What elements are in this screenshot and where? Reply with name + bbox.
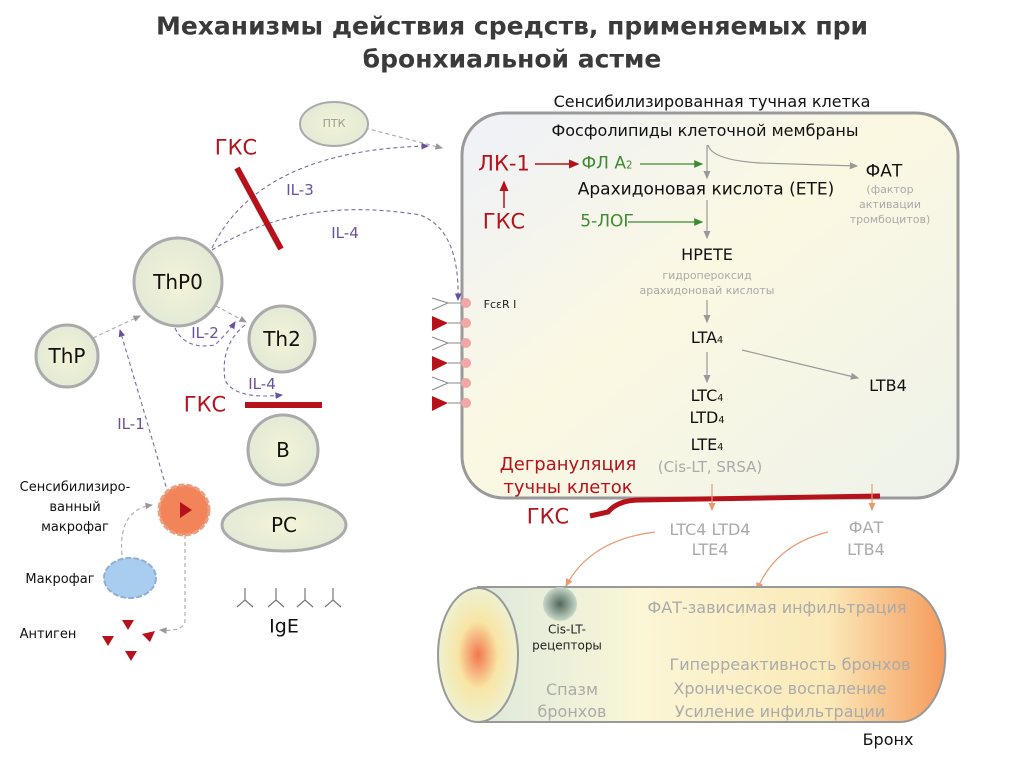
spasm-2: бронхов (537, 702, 607, 722)
macrophage-label: Макрофаг (25, 571, 95, 587)
degranulation-1: Дегрануляция (499, 454, 637, 476)
ptk-label: ПТК (322, 116, 346, 130)
fat-desc-2: активации (859, 197, 921, 211)
gks-degranulation-label: ГКС (526, 504, 570, 529)
il1-label: IL-1 (117, 414, 145, 433)
il4-top-label: IL-4 (331, 223, 359, 242)
sensitized-macrophage (157, 483, 211, 537)
lox5-label: 5-ЛОГ (580, 211, 634, 232)
antigen-label: Антиген (19, 626, 77, 642)
ltd4-label: LTD4 (689, 408, 725, 428)
released-fat-2: LTB4 (847, 540, 885, 560)
title-line-1: Механизмы действия средств, применяемых … (155, 11, 869, 41)
ige-label: IgE (269, 615, 299, 638)
title-line-2: бронхиальной астме (362, 44, 662, 74)
cis-lt-receptor (543, 587, 577, 621)
b-label: B (276, 438, 290, 462)
lk1-label: ЛК-1 (478, 151, 530, 176)
b-cell (246, 413, 320, 487)
cislt-receptors-1: Cis-LT- (548, 622, 586, 637)
macrophage (103, 557, 157, 599)
lte4-label: LTE4 (690, 435, 724, 455)
fat-label: ФАТ (865, 161, 903, 182)
fat-desc-3: тромбоцитов) (849, 212, 931, 226)
thp0-label: ThP0 (153, 270, 203, 294)
bronchus-label: Бронх (862, 730, 914, 750)
fat-desc-1: (фактор (866, 182, 914, 196)
thp-cell (34, 323, 100, 389)
hpete-label: HPETE (681, 245, 733, 265)
released-fat-1: ФАТ (848, 518, 884, 538)
fcer-receptors (431, 297, 471, 411)
thp-label: ThP (48, 344, 86, 368)
pla2-label: ФЛ А2 (581, 153, 633, 174)
gks-top-label: ГКС (214, 135, 258, 160)
gks-lk1-label: ГКС (482, 209, 526, 234)
cislt-receptors-2: рецепторы (532, 638, 602, 653)
antigen-triangles (102, 620, 155, 661)
thp0-cell (132, 236, 224, 328)
il3-label: IL-3 (286, 180, 314, 199)
sens-macrophage-2: ванный (49, 499, 101, 515)
il4-label: IL-4 (248, 374, 276, 393)
released-lt-2: LTE4 (691, 540, 729, 560)
hpete-desc-1: гидропероксид (662, 268, 752, 282)
mast-cell-label: Сенсибилизированная тучная клетка (553, 92, 871, 112)
ige-antibodies (236, 588, 342, 608)
il2-label: IL-2 (191, 323, 219, 342)
effect-3: Усиление инфильтрации (674, 702, 886, 722)
released-lt-1: LTC4 LTD4 (669, 520, 751, 540)
hpete-desc-2: арахидоновай кислоты (639, 283, 775, 297)
sens-macrophage-1: Сенсибилизиро- (19, 479, 131, 495)
effect-2: Хроническое воспаление (673, 679, 887, 699)
plasma-cell (220, 497, 348, 553)
gks-mid-label: ГКС (183, 392, 227, 417)
lta4-label: LTA4 (690, 328, 724, 348)
degranulation-2: тучны клеток (503, 477, 633, 499)
fat-infiltration: ФАТ-зависимая инфильтрация (647, 598, 907, 618)
arachidonic-acid-label: Арахидоновая кислота (ЕТЕ) (577, 179, 835, 200)
ltb4-label: LTB4 (869, 376, 907, 396)
ltc4-label: LTC4 (690, 386, 724, 406)
cislt-label: (Cis-LT, SRSA) (657, 457, 763, 476)
ptk-cell (299, 101, 369, 147)
phospholipids-label: Фосфолипиды клеточной мембраны (551, 121, 859, 141)
th2-cell (247, 304, 317, 374)
spasm-1: Спазм (545, 680, 599, 700)
fcer-label: FcεR I (483, 297, 517, 311)
bronchus (437, 586, 947, 723)
pc-label: PC (270, 513, 298, 537)
effect-1: Гиперреактивность бронхов (669, 655, 911, 675)
th2-label: Th2 (263, 327, 301, 351)
sens-macrophage-3: макрофаг (41, 519, 109, 535)
